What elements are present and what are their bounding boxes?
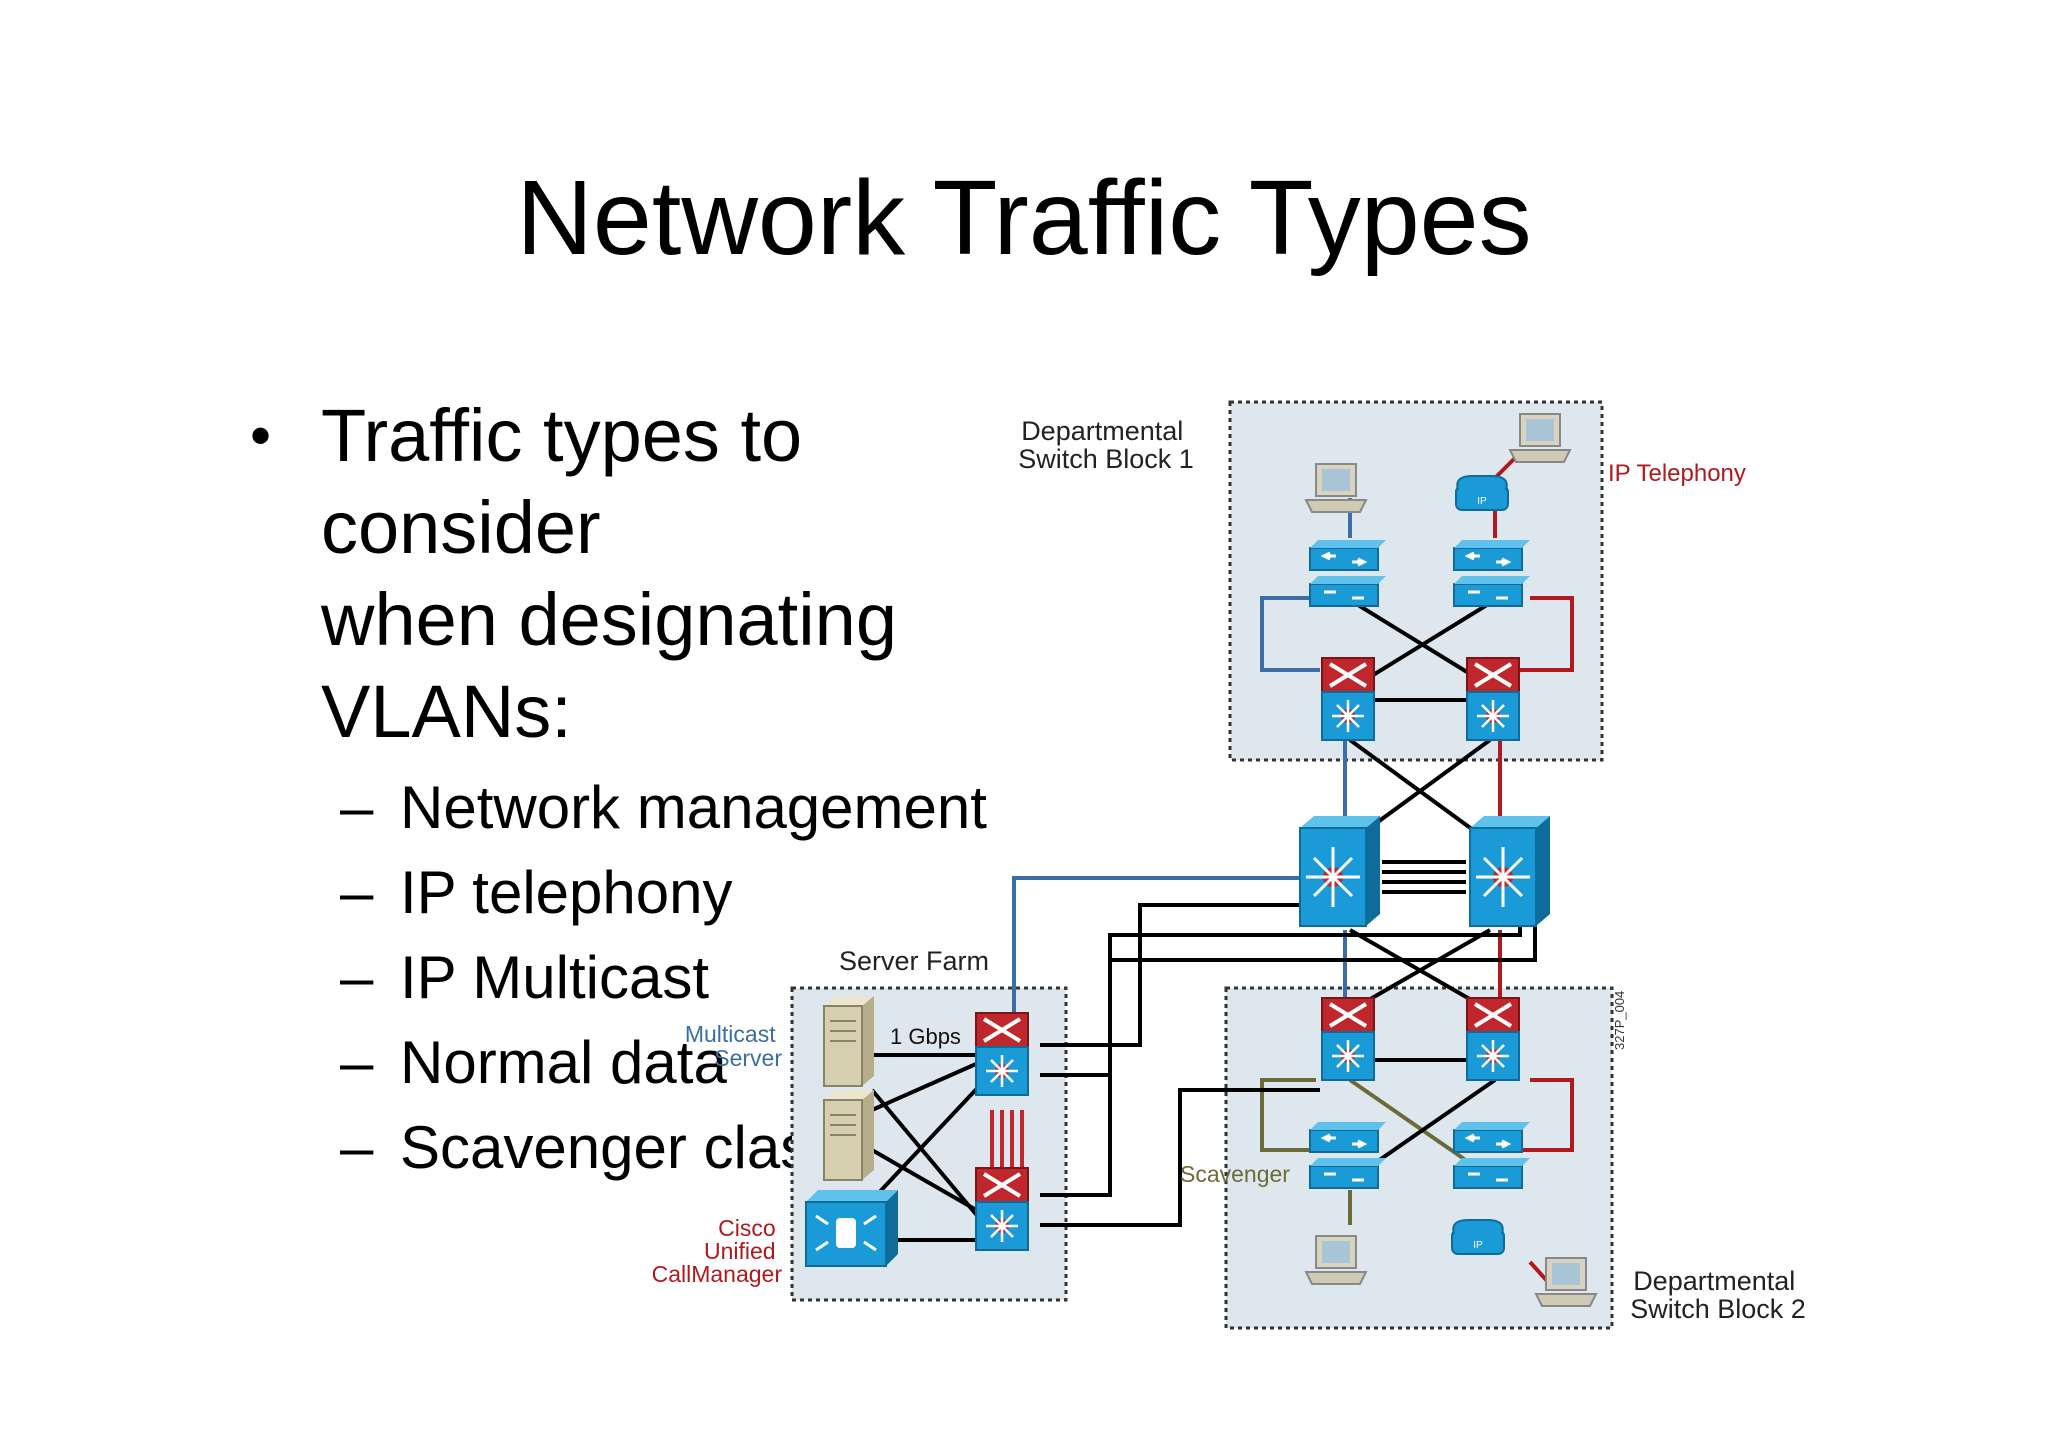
ip-phone-icon (1451, 1219, 1505, 1255)
sub-bullet-text: IP Multicast (400, 944, 709, 1011)
bullet-line: Traffic types to (321, 394, 803, 477)
pc-icon (1535, 1257, 1597, 1307)
distribution-switch-icon (1465, 996, 1521, 1082)
sub-bullet-text: IP telephony (400, 859, 733, 926)
bullet-line: consider (321, 486, 601, 569)
sub-bullet-item: –IP Multicast (340, 944, 709, 1011)
server-farm-switch-icon (974, 1011, 1030, 1097)
server-farm-uplinks (1012, 876, 1537, 1227)
sub-bullet-list: –Network management –IP telephony –IP Mu… (340, 765, 987, 1190)
sub-bullet-item: –IP telephony (340, 859, 733, 926)
block1-label: Departmental Switch Block 1 (1018, 416, 1194, 474)
block2-label: Departmental Switch Block 2 (1630, 1266, 1806, 1324)
multicast-server-icon (823, 995, 875, 1087)
sub-bullet-text: Normal data (400, 1029, 727, 1096)
sub-bullet-item: –Normal data (340, 1029, 727, 1096)
pc-icon (1509, 413, 1571, 463)
sub-bullet-text: Scavenger class (400, 1114, 841, 1181)
ip-telephony-label: IP Telephony (1608, 460, 1746, 487)
scavenger-label: Scavenger (1180, 1161, 1290, 1187)
server-icon (823, 1089, 875, 1181)
server-farm-switch-icon (974, 1166, 1030, 1252)
distribution-switch-icon (1320, 996, 1376, 1082)
sub-bullet-item: –Network management (340, 774, 987, 841)
slide-title: Network Traffic Types (516, 159, 1532, 277)
sub-bullet-text: Network management (400, 774, 987, 841)
distribution-switch-icon (1320, 656, 1376, 742)
core-links (1382, 860, 1466, 894)
callmanager-icon (805, 1190, 898, 1267)
gbps-label: 1 Gbps (890, 1024, 961, 1049)
sub-bullet-item: –Scavenger class (340, 1114, 841, 1181)
block2-links (1260, 1058, 1574, 1284)
callmanager-label: Cisco Unified CallManager (652, 1215, 783, 1287)
core-switch-icon (1298, 814, 1382, 928)
server-farm-label: Server Farm (839, 946, 989, 976)
main-bullet-text: Traffic types to consider when designati… (321, 390, 1121, 758)
bullet-line: VLANs: (321, 670, 572, 753)
pc-icon (1305, 1235, 1367, 1285)
bullet-line: when designating (321, 578, 897, 661)
figure-id-label: 327P_004 (1612, 991, 1627, 1050)
bullet-marker: • (250, 402, 272, 469)
ip-phone-icon (1455, 475, 1509, 511)
core-to-block2-links (1343, 928, 1502, 1007)
distribution-switch-icon (1465, 656, 1521, 742)
pc-icon (1305, 463, 1367, 513)
block1-links (1260, 456, 1574, 837)
multicast-server-label: Multicast Server (685, 1021, 782, 1071)
core-switch-icon (1468, 814, 1552, 928)
